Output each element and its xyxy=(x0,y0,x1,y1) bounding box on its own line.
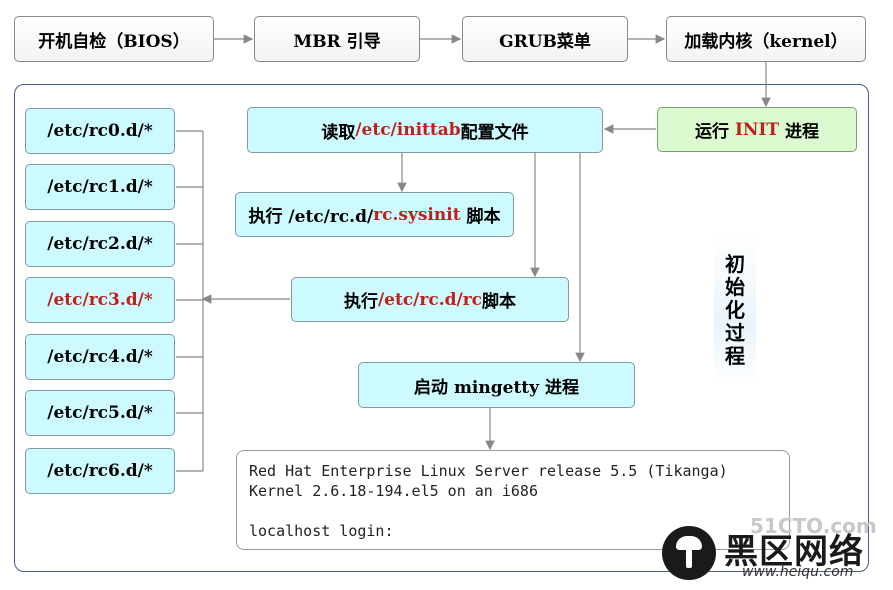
runlevel-label: /etc/rc0.d/* xyxy=(47,121,153,141)
watermark-url: www.heiqu.com xyxy=(742,564,854,580)
grub-box: GRUB菜单 xyxy=(462,16,628,62)
inittab-box: 读取 /etc/inittab 配置文件 xyxy=(247,107,603,153)
runlevel-box: /etc/rc4.d/* xyxy=(25,334,175,380)
init-highlight: INIT xyxy=(734,119,780,140)
kernel-box: 加载内核（kernel） xyxy=(666,16,866,62)
side-label-char: 化 xyxy=(725,297,745,322)
runlevel-label: /etc/rc6.d/* xyxy=(47,461,153,481)
mingetty-label: 启动 mingetty 进程 xyxy=(414,377,579,398)
runlevel-label: /etc/rc5.d/* xyxy=(47,403,153,423)
terminal-login-prompt: localhost login: xyxy=(249,522,394,540)
watermark-brand: 黑区网络 xyxy=(724,532,864,572)
runlevel-box: /etc/rc6.d/* xyxy=(25,448,175,494)
terminal-line: Kernel 2.6.18-194.el5 on an i686 xyxy=(249,482,538,500)
rc-script-highlight: /etc/rc.d/rc xyxy=(377,289,483,310)
mingetty-box: 启动 mingetty 进程 xyxy=(358,362,635,408)
grub-label: GRUB菜单 xyxy=(499,31,591,52)
kernel-label: 加载内核（kernel） xyxy=(684,31,848,52)
login-terminal: Red Hat Enterprise Linux Server release … xyxy=(236,450,790,550)
watermark: 51CTO.com 黑区网络 www.heiqu.com xyxy=(660,514,885,584)
side-label-char: 初 xyxy=(725,251,745,276)
rc-script-suffix: 脚本 xyxy=(482,292,517,312)
bios-label: 开机自检（BIOS） xyxy=(38,31,190,52)
mbr-label: MBR 引导 xyxy=(293,31,381,52)
inittab-prefix: 读取 xyxy=(321,122,356,143)
sysinit-highlight: rc.sysinit xyxy=(373,204,461,225)
init-process-frame xyxy=(14,84,869,572)
side-label-char: 程 xyxy=(725,343,745,368)
inittab-suffix: 配置文件 xyxy=(460,122,529,143)
runlevel-box: /etc/rc1.d/* xyxy=(25,164,175,210)
side-label-char: 过 xyxy=(725,320,745,345)
init-box: 运行 INIT 进程 xyxy=(657,107,857,152)
runlevel-label: /etc/rc3.d/* xyxy=(47,290,153,310)
side-label: 初 始 化 过 程 xyxy=(714,235,756,385)
runlevel-box: /etc/rc0.d/* xyxy=(25,108,175,154)
runlevel-box: /etc/rc2.d/* xyxy=(25,221,175,267)
sysinit-suffix: 脚本 xyxy=(460,207,501,227)
runlevel-box: /etc/rc5.d/* xyxy=(25,390,175,436)
init-suffix: 进程 xyxy=(779,122,819,142)
terminal-line: Red Hat Enterprise Linux Server release … xyxy=(249,462,728,480)
runlevel-box-highlighted: /etc/rc3.d/* xyxy=(25,277,175,323)
bios-box: 开机自检（BIOS） xyxy=(14,16,214,62)
runlevel-label: /etc/rc4.d/* xyxy=(47,347,153,367)
terminal-blank-line xyxy=(249,501,777,521)
watermark-faint-text: 51CTO.com xyxy=(750,514,877,538)
watermark-logo-icon xyxy=(662,526,716,580)
side-label-char: 始 xyxy=(725,274,745,299)
rc-script-prefix: 执行 xyxy=(343,292,378,312)
runlevel-label: /etc/rc1.d/* xyxy=(47,177,153,197)
sysinit-prefix: 执行 /etc/rc.d/ xyxy=(248,207,374,227)
sysinit-box: 执行 /etc/rc.d/ rc.sysinit 脚本 xyxy=(235,192,514,237)
rc-script-box: 执行 /etc/rc.d/rc 脚本 xyxy=(291,277,569,322)
runlevel-label: /etc/rc2.d/* xyxy=(47,234,153,254)
inittab-highlight: /etc/inittab xyxy=(355,120,461,140)
init-prefix: 运行 xyxy=(695,122,735,142)
mbr-box: MBR 引导 xyxy=(254,16,420,62)
